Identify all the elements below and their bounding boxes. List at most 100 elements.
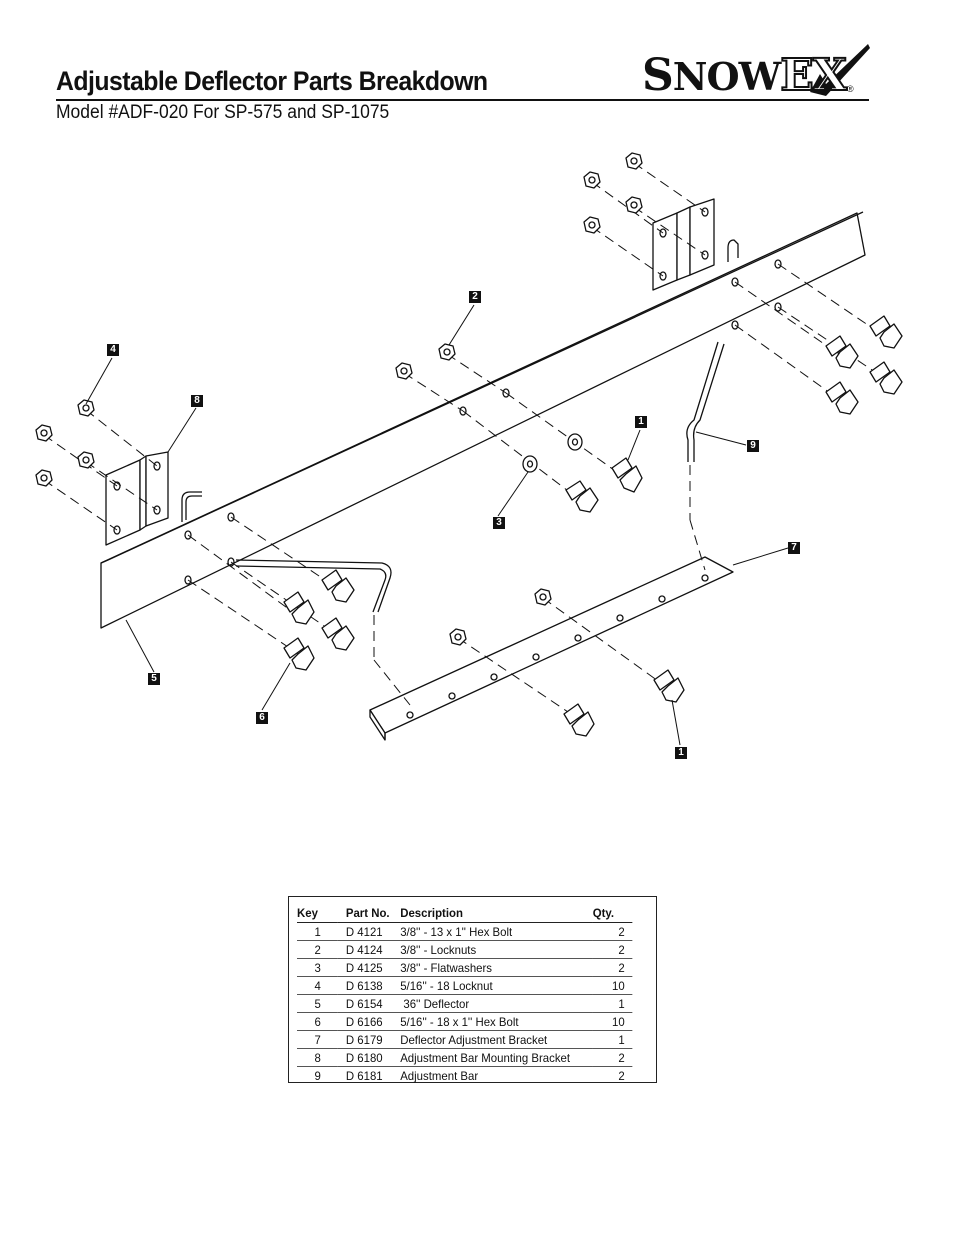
callout-key-6: 6	[256, 712, 268, 724]
cell-description: Adjustment Bar	[400, 1068, 479, 1083]
hex-bolts	[283, 315, 903, 737]
table-row: 5 D 6154 36'' Deflector 1	[297, 994, 633, 1013]
cell-qty: 10	[592, 976, 633, 995]
page-title: Adjustable Deflector Parts Breakdown	[56, 66, 488, 96]
header-part-no: Part No.	[338, 905, 401, 923]
cell-part-no: D 6154	[338, 994, 401, 1013]
cell-key: 4	[297, 976, 339, 995]
flat-washers	[522, 433, 583, 473]
cell-part-no: D 4124	[338, 940, 401, 959]
parts-list-table: Key Part No. Description Qty. 1 D 4121 3…	[288, 896, 657, 1083]
callout-key-4: 4	[107, 344, 119, 356]
cell-key: 3	[297, 958, 339, 977]
hex-bolt-icon	[283, 591, 315, 625]
cell-part-no: D 6179	[338, 1030, 401, 1049]
hex-bolt-icon	[869, 315, 903, 349]
hex-nut-icon	[625, 152, 643, 170]
cell-part-no: D 6181	[345, 1068, 383, 1083]
cell-part-no: D 6180	[338, 1048, 401, 1067]
cell-part-no: D 4121	[338, 922, 401, 941]
hex-bolt-icon	[321, 569, 355, 603]
table-row: 6 D 6166 5/16'' - 18 x 1'' Hex Bolt 10	[297, 1012, 633, 1031]
cell-description: 5/16'' - 18 Locknut	[400, 976, 593, 995]
hex-nut-icon	[583, 216, 601, 234]
callout-key-5: 5	[148, 673, 160, 685]
adjustment-bracket	[369, 556, 734, 741]
table-row: 3 D 4125 3/8'' - Flatwashers 2	[297, 958, 633, 977]
callout-key-9: 9	[747, 440, 759, 452]
cell-qty: 1	[592, 994, 633, 1013]
callout-key-7: 7	[788, 542, 800, 554]
snowex-logo: SNOWEX ®	[640, 40, 872, 100]
deflector-holes	[184, 259, 782, 585]
callout-key-3: 3	[493, 517, 505, 529]
hex-nut-icon	[77, 399, 95, 417]
hex-bolt-icon	[283, 637, 315, 671]
cell-part-no: D 4125	[338, 958, 401, 977]
washer-icon	[567, 433, 583, 451]
cell-description: 3/8'' - Flatwashers	[400, 958, 593, 977]
cell-key: 8	[297, 1048, 339, 1067]
assembly-lines	[43, 162, 891, 721]
hex-bolt-icon	[825, 381, 859, 415]
cell-qty: 10	[592, 1012, 633, 1031]
header-description: Description	[400, 905, 593, 923]
right-mounting-bracket	[652, 198, 739, 291]
cell-key: 1	[297, 922, 339, 941]
hex-bolt-icon	[825, 335, 859, 369]
table-row: 1 D 4121 3/8'' - 13 x 1'' Hex Bolt 2	[297, 922, 633, 941]
cell-key: 5	[297, 994, 339, 1013]
registered-mark: ®	[847, 84, 854, 94]
cell-qty: 2	[592, 940, 633, 959]
table-header-row: Key Part No. Description Qty.	[297, 905, 633, 923]
hex-nut-icon	[77, 451, 95, 469]
cell-qty: 2	[592, 958, 633, 977]
hex-nut-icon	[438, 343, 456, 361]
cell-qty: 2	[592, 1048, 633, 1067]
adjustment-bar-left	[235, 559, 392, 613]
callout-key-1: 1	[635, 416, 647, 428]
adjustment-bar-right	[686, 341, 725, 462]
hex-nut-icon	[625, 196, 643, 214]
cell-key: 2	[297, 940, 339, 959]
table-row: 9 D 6181 Adjustment Bar 2	[297, 1067, 632, 1085]
callout-key-1-lower: 1	[675, 747, 687, 759]
hex-bolt-icon	[563, 703, 595, 737]
callout-key-2: 2	[469, 291, 481, 303]
deflector-plate	[100, 211, 866, 629]
hex-bolt-icon	[321, 617, 355, 651]
table-row: 4 D 6138 5/16'' - 18 Locknut 10	[297, 976, 633, 995]
cell-description: Adjustment Bar Mounting Bracket	[400, 1048, 593, 1067]
hex-bolt-icon	[869, 361, 903, 395]
cell-description: 36'' Deflector	[400, 994, 593, 1013]
cell-qty: 2	[592, 922, 633, 941]
cell-qty: 1	[592, 1030, 633, 1049]
hex-nut-icon	[583, 171, 601, 189]
hex-bolt-icon	[611, 457, 643, 493]
table-row: 2 D 4124 3/8'' - Locknuts 2	[297, 940, 633, 959]
table-row: 7 D 6179 Deflector Adjustment Bracket 1	[297, 1030, 633, 1049]
cell-description: 3/8'' - Locknuts	[400, 940, 593, 959]
washer-icon	[522, 455, 538, 473]
cell-key: 6	[297, 1012, 339, 1031]
cell-part-no: D 6166	[338, 1012, 401, 1031]
title-rule	[56, 99, 869, 101]
cell-key: 7	[297, 1030, 339, 1049]
hex-bolt-icon	[653, 669, 685, 703]
hex-nut-icon	[35, 469, 53, 487]
cell-key: 9	[314, 1068, 321, 1083]
hex-nut-icon	[534, 588, 552, 606]
checkmark-icon	[810, 44, 870, 96]
hex-nut-icon	[449, 628, 467, 646]
cell-description: Deflector Adjustment Bracket	[400, 1030, 593, 1049]
cell-description: 5/16'' - 18 x 1'' Hex Bolt	[400, 1012, 593, 1031]
page-subtitle: Model #ADF-020 For SP-575 and SP-1075	[56, 102, 390, 123]
exploded-parts-diagram	[35, 152, 903, 746]
cell-description: 3/8'' - 13 x 1'' Hex Bolt	[400, 922, 593, 941]
hex-nut-icon	[35, 424, 53, 442]
header-qty: Qty.	[592, 905, 633, 923]
cell-part-no: D 6138	[338, 976, 401, 995]
callout-key-8: 8	[191, 395, 203, 407]
header-key: Key	[297, 905, 339, 923]
hex-bolt-icon	[565, 480, 599, 513]
